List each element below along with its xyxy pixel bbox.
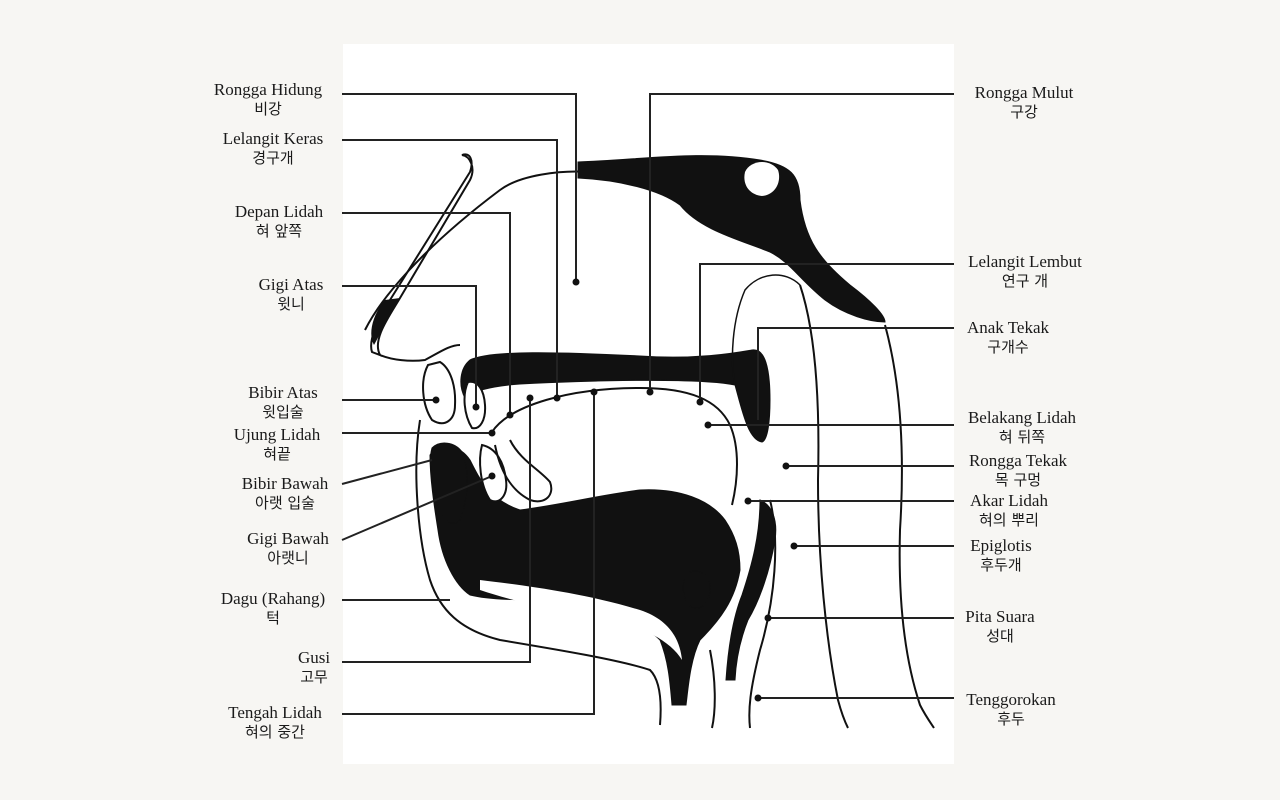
- label-text-id: Ujung Lidah: [234, 425, 320, 445]
- label-text-id: Tenggorokan: [966, 690, 1055, 710]
- label-text-id: Rongga Hidung: [214, 80, 322, 100]
- label-text-id: Depan Lidah: [235, 202, 323, 222]
- dot-gigi-bawah: [489, 473, 496, 480]
- dot-epiglotis: [791, 543, 798, 550]
- label-gigi-atas: Gigi Atas 윗니: [259, 275, 324, 314]
- label-text-id: Pita Suara: [965, 607, 1034, 627]
- label-text-id: Akar Lidah: [970, 491, 1048, 511]
- label-text-id: Gigi Atas: [259, 275, 324, 295]
- dot-akar-lidah: [745, 498, 752, 505]
- label-text-id: Bibir Bawah: [242, 474, 328, 494]
- label-text-id: Lelangit Lembut: [968, 252, 1082, 272]
- label-text-ko: 비강: [214, 100, 322, 119]
- label-tenggorokan: Tenggorokan 후두: [966, 690, 1055, 729]
- label-bibir-atas: Bibir Atas 윗입술: [248, 383, 317, 422]
- label-text-ko: 경구개: [223, 149, 324, 168]
- upper-incisor: [423, 362, 455, 423]
- leader-anak-tekak: [758, 328, 954, 420]
- label-bibir-bawah: Bibir Bawah 아랫 입술: [242, 474, 328, 513]
- hyoid-shape: [683, 571, 710, 608]
- dot-rongga-mulut: [647, 389, 654, 396]
- dot-lelangit-keras: [554, 395, 561, 402]
- nasal-roof-shape: [578, 156, 885, 322]
- label-rongga-hidung: Rongga Hidung 비강: [214, 80, 322, 119]
- dot-tengah-lidah: [591, 389, 598, 396]
- label-text-ko: 혀의 중간: [228, 723, 322, 742]
- label-text-id: Tengah Lidah: [228, 703, 322, 723]
- label-text-id: Epiglotis: [970, 536, 1031, 556]
- label-gigi-bawah: Gigi Bawah 아랫니: [247, 529, 329, 568]
- label-text-ko: 성대: [965, 627, 1034, 646]
- nose-cartilage: [371, 298, 400, 345]
- label-anak-tekak: Anak Tekak 구개수: [967, 318, 1049, 357]
- label-text-ko: 고무: [298, 668, 330, 687]
- label-text-id: Belakang Lidah: [968, 408, 1076, 428]
- dot-pita-suara: [765, 615, 772, 622]
- label-text-id: Gusi: [298, 648, 330, 668]
- label-rongga-mulut: Rongga Mulut 구강: [975, 83, 1074, 122]
- label-text-ko: 혀의 뿌리: [970, 511, 1048, 530]
- leader-bibir-bawah: [342, 460, 432, 484]
- label-text-ko: 턱: [221, 609, 325, 628]
- label-text-ko: 연구 개: [968, 272, 1082, 291]
- label-text-id: Bibir Atas: [248, 383, 317, 403]
- label-text-ko: 후두: [966, 710, 1055, 729]
- label-tengah-lidah: Tengah Lidah 혀의 중간: [228, 703, 322, 742]
- label-text-id: Rongga Mulut: [975, 83, 1074, 103]
- dot-bibir-atas: [433, 397, 440, 404]
- label-lelangit-keras: Lelangit Keras 경구개: [223, 129, 324, 168]
- label-text-id: Gigi Bawah: [247, 529, 329, 549]
- dot-belakang-lidah: [705, 422, 712, 429]
- tongue-surface-line: [500, 396, 732, 500]
- dot-ujung-lidah: [489, 430, 496, 437]
- dot-tenggorokan: [755, 695, 762, 702]
- label-text-ko: 아랫니: [247, 549, 329, 568]
- label-rongga-tekak: Rongga Tekak 목 구멍: [969, 451, 1067, 490]
- label-text-ko: 아랫 입술: [242, 494, 328, 513]
- label-text-id: Anak Tekak: [967, 318, 1049, 338]
- nose-shape: [371, 154, 472, 355]
- label-dagu: Dagu (Rahang) 턱: [221, 589, 325, 628]
- label-text-ko: 윗입술: [248, 403, 317, 422]
- oral-cavity-outline: [492, 388, 737, 505]
- label-text-ko: 혀끝: [234, 445, 320, 464]
- label-text-id: Dagu (Rahang): [221, 589, 325, 609]
- label-text-id: Lelangit Keras: [223, 129, 324, 149]
- leader-gigi-atas: [342, 286, 476, 407]
- dot-rongga-hidung: [573, 279, 580, 286]
- label-text-ko: 후두개: [970, 556, 1031, 575]
- label-pita-suara: Pita Suara 성대: [965, 607, 1034, 646]
- label-belakang-lidah: Belakang Lidah 혀 뒤쪽: [968, 408, 1076, 447]
- dot-gusi: [527, 395, 534, 402]
- label-text-ko: 윗니: [259, 295, 324, 314]
- dot-gigi-atas: [473, 404, 480, 411]
- label-text-ko: 구강: [975, 103, 1074, 122]
- dot-depan-lidah: [507, 412, 514, 419]
- label-lelangit-lembut: Lelangit Lembut 연구 개: [968, 252, 1082, 291]
- label-text-ko: 목 구멍: [969, 471, 1067, 490]
- label-text-id: Rongga Tekak: [969, 451, 1067, 471]
- nasal-outline: [365, 172, 640, 361]
- dot-lelangit-lembut: [697, 399, 704, 406]
- label-depan-lidah: Depan Lidah 혀 앞쪽: [235, 202, 323, 241]
- label-ujung-lidah: Ujung Lidah 혀끝: [234, 425, 320, 464]
- label-akar-lidah: Akar Lidah 혀의 뿌리: [970, 491, 1048, 530]
- label-text-ko: 혀 앞쪽: [235, 222, 323, 241]
- label-text-ko: 구개수: [967, 338, 1049, 357]
- label-epiglotis: Epiglotis 후두개: [970, 536, 1031, 575]
- dot-rongga-tekak: [783, 463, 790, 470]
- label-text-ko: 혀 뒤쪽: [968, 428, 1076, 447]
- label-gusi: Gusi 고무: [298, 648, 330, 687]
